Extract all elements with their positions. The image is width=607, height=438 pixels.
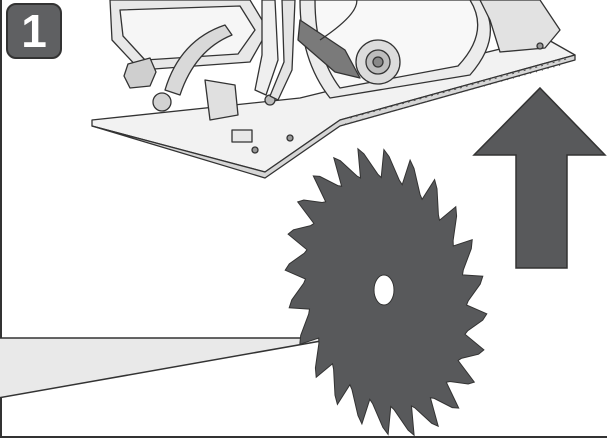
step-badge: 1 xyxy=(6,3,62,59)
base-plate-scale xyxy=(344,57,571,125)
circular-saw-icon xyxy=(91,0,576,179)
arrow-up-icon xyxy=(472,86,607,269)
saw-blade-icon xyxy=(284,147,488,437)
callout-pointer xyxy=(0,337,339,399)
blade-arbor-hole xyxy=(373,274,395,306)
step-number: 1 xyxy=(21,5,47,57)
